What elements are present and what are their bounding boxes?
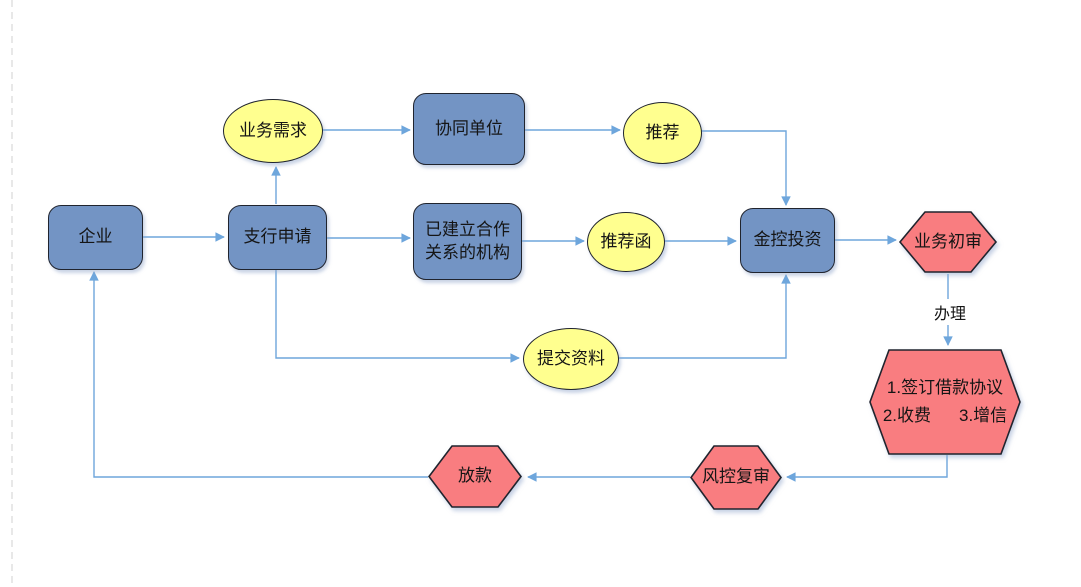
- node-business-initial-review[interactable]: 业务初审: [898, 211, 998, 273]
- node-submit-materials[interactable]: 提交资料: [523, 328, 619, 390]
- node-jinkong-investment-label: 金控投资: [753, 230, 822, 250]
- node-partner-unit[interactable]: 协同单位: [413, 93, 525, 165]
- edge-recommend-to-jinkong: [701, 130, 791, 206]
- hexagon-shape: [898, 211, 998, 273]
- node-sign-agreement-label: 1.签订借款协议 2.收费 3.增信: [883, 374, 1007, 429]
- node-business-demand-label: 业务需求: [239, 120, 307, 140]
- node-partner-unit-label: 协同单位: [435, 118, 503, 138]
- sign-agreement-line2b: 3.增信: [959, 406, 1008, 425]
- edge-submit-materials-to-jinkong: [617, 274, 791, 359]
- node-sign-agreement[interactable]: 1.签订借款协议 2.收费 3.增信: [869, 349, 1021, 455]
- node-risk-review-label: 风控复审: [702, 467, 770, 487]
- node-enterprise[interactable]: 企业: [48, 205, 143, 270]
- node-recommendation-letter[interactable]: 推荐函: [587, 212, 665, 272]
- hexagon-shape: [690, 445, 782, 510]
- node-jinkong-investment[interactable]: 金控投资: [740, 208, 835, 273]
- edge-disbursement-to-enterprise: [89, 271, 428, 478]
- node-business-initial-review-label: 业务初审: [914, 231, 982, 251]
- node-disbursement[interactable]: 放款: [427, 445, 523, 508]
- hexagon-shape: [869, 349, 1021, 455]
- node-disbursement-label: 放款: [458, 466, 492, 486]
- node-recommendation-letter-label: 推荐函: [600, 231, 652, 251]
- node-established-partner[interactable]: 已建立合作关系的机构: [413, 203, 522, 280]
- node-business-demand[interactable]: 业务需求: [223, 99, 323, 163]
- node-enterprise-label: 企业: [78, 227, 113, 247]
- edge-branch-to-submit-materials: [275, 268, 520, 363]
- sign-agreement-line1: 1.签订借款协议: [886, 378, 1004, 398]
- node-established-partner-label: 已建立合作关系的机构: [425, 219, 510, 262]
- edge-label-process-note: 办理: [920, 299, 980, 325]
- node-branch-application[interactable]: 支行申请: [228, 205, 327, 270]
- node-branch-application-label: 支行申请: [243, 227, 312, 247]
- node-recommend-label: 推荐: [645, 122, 680, 142]
- node-recommend[interactable]: 推荐: [623, 102, 702, 164]
- node-submit-materials-label: 提交资料: [537, 348, 605, 368]
- node-risk-review[interactable]: 风控复审: [690, 445, 782, 510]
- sign-agreement-line2a: 2.收费: [882, 406, 931, 425]
- edge-sign-agreement-to-risk-review: [786, 455, 948, 482]
- hexagon-shape: [427, 445, 523, 508]
